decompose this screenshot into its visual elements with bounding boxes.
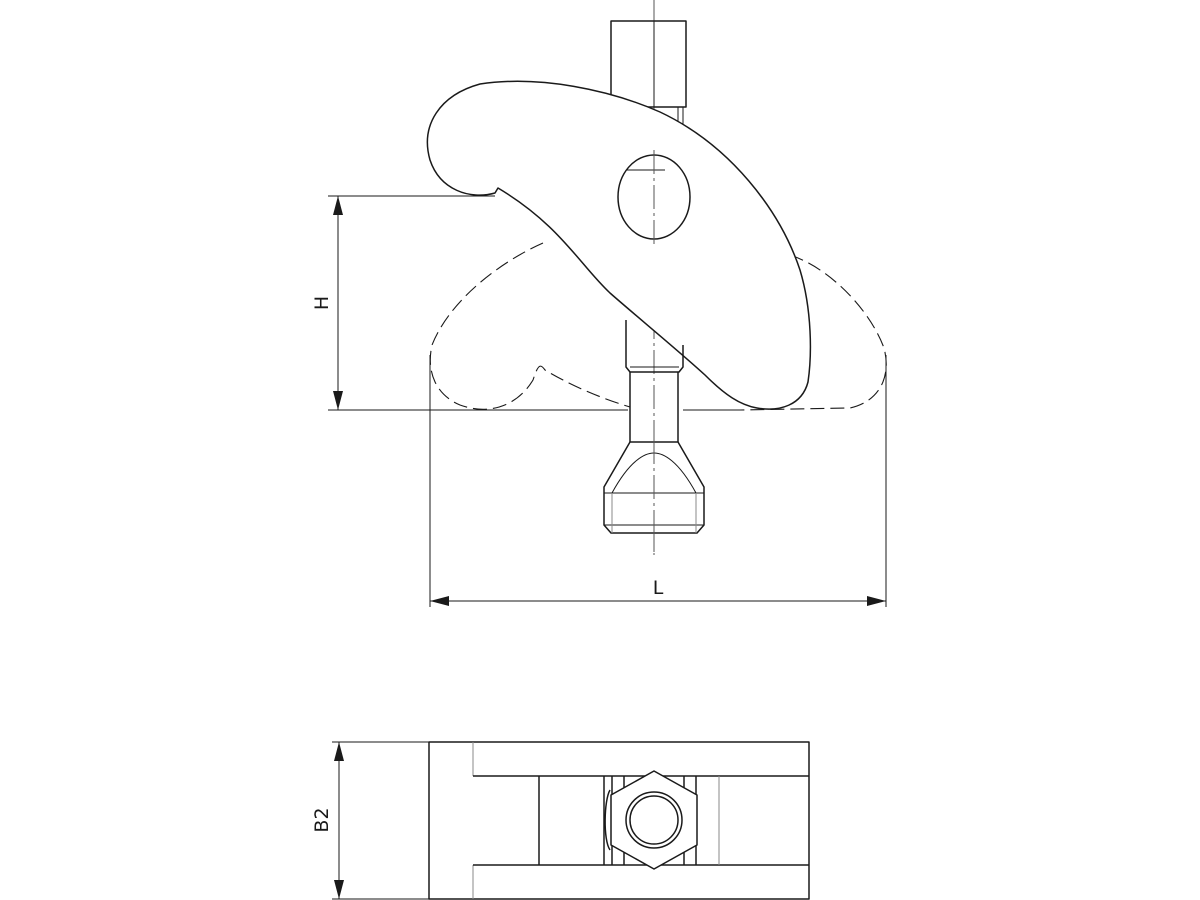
arrow-icon bbox=[334, 742, 344, 761]
dimension-label-l: L bbox=[653, 577, 664, 599]
dimension-h: H bbox=[311, 195, 740, 411]
nut-bore-outer bbox=[625, 791, 683, 849]
top-block bbox=[610, 20, 687, 108]
arrow-icon bbox=[333, 391, 343, 410]
arrow-icon bbox=[333, 196, 343, 215]
nut-bore-inner bbox=[629, 795, 679, 845]
threaded-stud bbox=[625, 320, 684, 373]
arrow-icon bbox=[867, 596, 886, 606]
dimension-b2: B2 bbox=[311, 741, 429, 900]
dimension-label-b2: B2 bbox=[311, 807, 333, 832]
phantom-arm bbox=[429, 242, 631, 410]
arrow-icon bbox=[334, 880, 344, 899]
hex-nut bbox=[610, 770, 698, 870]
front-view: H L bbox=[311, 0, 887, 607]
top-view: B2 bbox=[311, 741, 810, 900]
washer-arc bbox=[604, 789, 611, 851]
dimension-label-h: H bbox=[311, 296, 333, 310]
dimension-l: L bbox=[429, 355, 887, 607]
arrow-icon bbox=[430, 596, 449, 606]
clamp-arm bbox=[426, 80, 812, 410]
